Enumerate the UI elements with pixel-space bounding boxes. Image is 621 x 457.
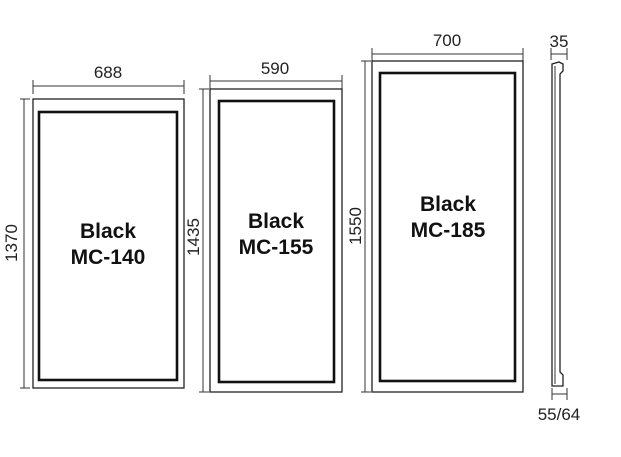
- mirror-glass: [37, 110, 179, 382]
- profile-shape: [551, 61, 564, 387]
- panel-label-line1: Black: [80, 220, 136, 243]
- width-label: 700: [433, 31, 461, 50]
- panel-label-line1: Black: [248, 210, 304, 233]
- width-label: 688: [94, 63, 122, 82]
- panel-mc-185: 700 1550 Black MC-185: [346, 31, 524, 393]
- panel-label-line2: MC-140: [71, 246, 146, 269]
- top-depth-label: 35: [550, 32, 569, 51]
- height-label: 1435: [184, 218, 203, 256]
- panel-label-line2: MC-185: [411, 219, 486, 242]
- mirror-glass: [378, 71, 517, 383]
- panel-mc-155: 590 1435 Black MC-155: [184, 59, 343, 393]
- height-label: 1550: [346, 207, 365, 245]
- mirror-glass: [217, 99, 336, 384]
- bottom-depth-label: 55/64: [538, 405, 581, 424]
- panel-label-line1: Black: [420, 193, 476, 216]
- height-label: 1370: [2, 224, 21, 262]
- side-profile: 35 55/64: [538, 32, 581, 424]
- panel-label-line2: MC-155: [239, 236, 314, 259]
- width-label: 590: [261, 59, 289, 78]
- panel-mc-140: 688 1370 Black MC-140: [2, 63, 185, 389]
